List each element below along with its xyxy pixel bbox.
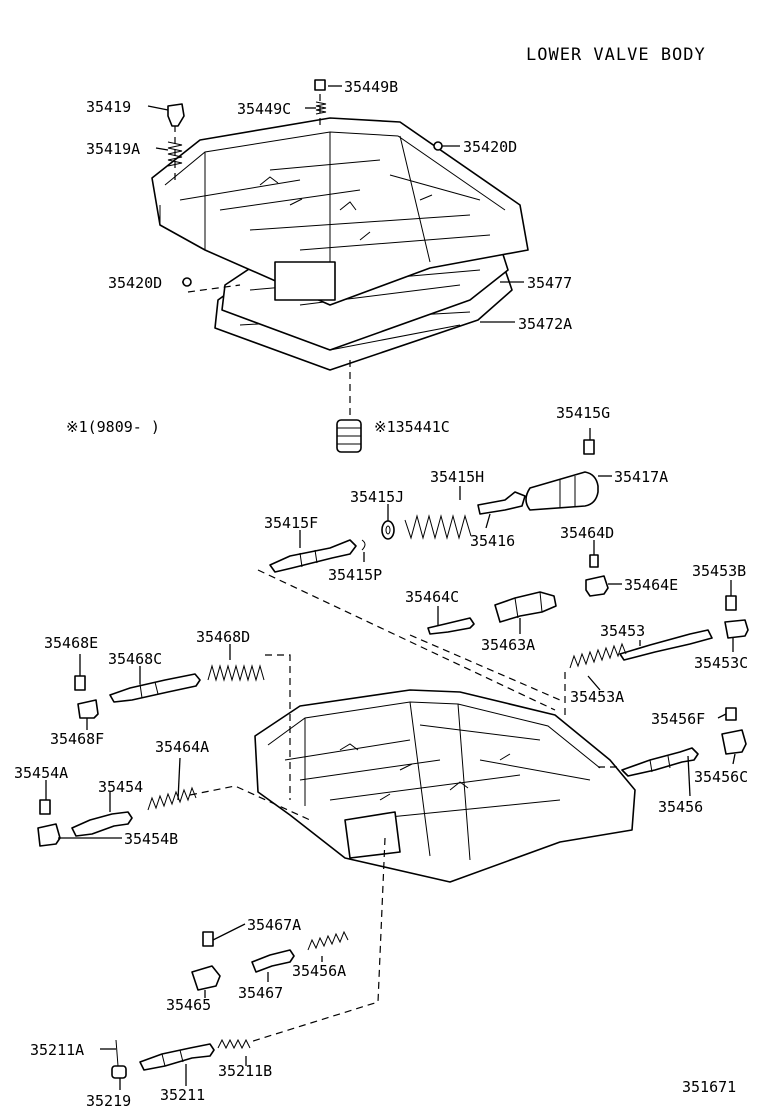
label-35467: 35467 [238,984,283,1002]
part-35456-valve [621,747,699,777]
label-35419A: 35419A [86,140,140,158]
part-35417A-sleeve [525,471,599,511]
part-35464C-valve [427,617,475,635]
part-35453-valve [619,629,713,661]
label-35449C: 35449C [237,100,291,118]
label-35468D: 35468D [196,628,250,646]
label-35454: 35454 [98,778,143,796]
part-35468D-spring [207,664,265,682]
label-35420D-left: 35420D [108,274,162,292]
label-35415G: 35415G [556,404,610,422]
part-35468E-drawing [74,675,86,691]
label-35456: 35456 [658,798,703,816]
part-35219-drawing [111,1065,127,1079]
part-35456C-plug [721,729,747,755]
part-35415P-clip [361,539,366,551]
label-35456C: 35456C [694,768,748,786]
label-35464D: 35464D [560,524,614,542]
label-35211: 35211 [160,1086,205,1104]
label-35456F: 35456F [651,710,705,728]
label-35416: 35416 [470,532,515,550]
part-35453B-drawing [725,595,737,611]
part-35441C-strainer [336,419,362,453]
label-35449B: 35449B [344,78,398,96]
label-35464A: 35464A [155,738,209,756]
label-35465: 35465 [166,996,211,1014]
part-35419A-spring [167,141,183,167]
part-35415F-valve [269,539,357,573]
part-35420D-ball-right [433,141,443,151]
part-35211B-spring [217,1038,251,1050]
label-35219: 35219 [86,1092,131,1110]
part-35465-plug [191,965,221,991]
label-35415F: 35415F [264,514,318,532]
label-35441C: ※135441C [374,418,450,436]
lower-valve-body-upper [151,117,529,306]
part-35449B-drawing [314,79,326,91]
part-35420D-ball-left [182,277,192,287]
part-35211-valve [139,1043,215,1071]
label-35468E: 35468E [44,634,98,652]
part-35449C-spring [315,101,327,115]
label-35464E: 35464E [624,576,678,594]
label-35454A: 35454A [14,764,68,782]
label-35472A: 35472A [518,315,572,333]
part-35467A-drawing [202,931,214,947]
label-35415H: 35415H [430,468,484,486]
label-35420D-right: 35420D [463,138,517,156]
label-35468C: 35468C [108,650,162,668]
label-35454B: 35454B [124,830,178,848]
part-35463A-valve [494,591,557,623]
lower-valve-body-main [254,689,636,883]
part-35453A-spring [569,642,627,669]
label-35468F: 35468F [50,730,104,748]
label-35415J: 35415J [350,488,404,506]
part-35468F-plug [77,699,99,719]
diagram-title: LOWER VALVE BODY [526,45,706,65]
part-35456F-drawing [725,707,737,721]
label-35456A: 35456A [292,962,346,980]
figure-number: 351671 [682,1078,736,1096]
label-35419: 35419 [86,98,131,116]
part-35453C-plug [724,619,749,639]
label-35453C: 35453C [694,654,748,672]
part-35419-drawing [167,103,185,127]
label-35467A: 35467A [247,916,301,934]
label-35453: 35453 [600,622,645,640]
label-35417A: 35417A [614,468,668,486]
note-label: ※1(9809- ) [66,418,160,436]
part-35454B-plug [37,823,61,847]
part-35468C-valve [109,673,201,703]
label-35463A: 35463A [481,636,535,654]
part-35456A-spring [307,930,349,951]
part-35464A-spring [147,786,197,811]
label-35453B: 35453B [692,562,746,580]
part-35464E-plug [585,575,609,597]
label-35211B: 35211B [218,1062,272,1080]
label-35464C: 35464C [405,588,459,606]
part-35416-plunger [477,491,526,515]
part-35464D-drawing [589,554,599,568]
part-35454-valve [71,811,133,837]
part-35415H-spring [404,514,472,540]
part-35415G-drawing [583,439,595,455]
label-35477: 35477 [527,274,572,292]
part-35415J-washer [381,520,395,540]
label-35211A: 35211A [30,1041,84,1059]
label-35415P: 35415P [328,566,382,584]
part-35211A-drawing [115,1039,119,1067]
part-35467-valve [251,949,295,973]
label-35453A: 35453A [570,688,624,706]
part-35454A-drawing [39,799,51,815]
